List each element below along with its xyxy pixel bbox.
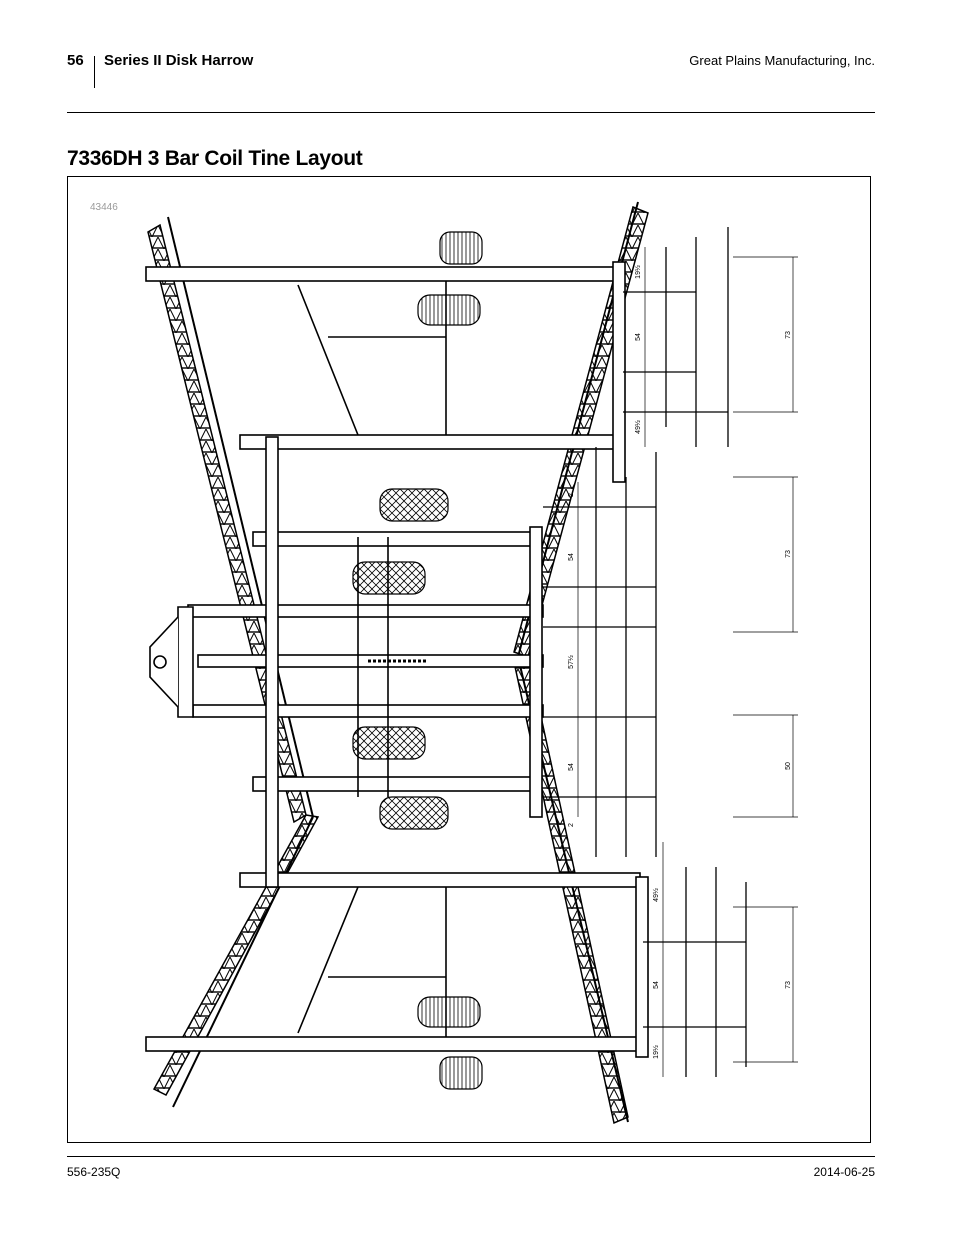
dim-wing-lower-mid: 54	[653, 981, 660, 989]
coil-tine-sections	[543, 227, 747, 1077]
hitch	[149, 606, 194, 718]
dim-wing-upper-low: 49½	[634, 420, 642, 434]
header-series-title: Series II Disk Harrow	[104, 52, 254, 69]
header-page-number: 56	[67, 52, 84, 69]
figure-id: 43446	[90, 202, 118, 213]
footer-rule	[67, 1156, 875, 1157]
dim-wing-upper-top: 19½	[634, 265, 642, 279]
footer-doc-number: 556-235Q	[67, 1165, 121, 1179]
footer-date: 2014-06-25	[813, 1165, 875, 1179]
dim-span-4: 73	[785, 981, 792, 989]
header-company: Great Plains Manufacturing, Inc.	[689, 53, 875, 68]
harrow-layout-drawing: 19½ 54 49½ 2 54 57½ 54 2 49½ 54 19½ 73 7…	[145, 201, 798, 1125]
dim-wing-upper-mid: 54	[635, 333, 642, 341]
dim-wing-lower-top: 49½	[652, 888, 660, 902]
dim-span-1: 73	[785, 331, 792, 339]
dim-center-54-top: 54	[568, 553, 575, 561]
dim-center-57: 57½	[567, 655, 575, 669]
dim-span-3: 50	[785, 762, 792, 770]
main-frame	[145, 261, 649, 1058]
dim-center-2-top: 2	[568, 493, 575, 497]
dimension-labels: 19½ 54 49½ 2 54 57½ 54 2 49½ 54 19½ 73 7…	[567, 265, 792, 1059]
dim-wing-lower-low: 19½	[652, 1045, 660, 1059]
dimension-lines	[577, 247, 798, 1077]
dim-center-2-bottom: 2	[568, 823, 575, 827]
tires	[352, 231, 483, 1090]
header-rule	[67, 112, 875, 113]
dim-span-2: 73	[785, 550, 792, 558]
page-title: 7336DH 3 Bar Coil Tine Layout	[67, 147, 363, 170]
dim-center-54-bottom: 54	[568, 763, 575, 771]
header-divider	[94, 56, 95, 88]
figure-frame: 43446	[67, 176, 871, 1143]
